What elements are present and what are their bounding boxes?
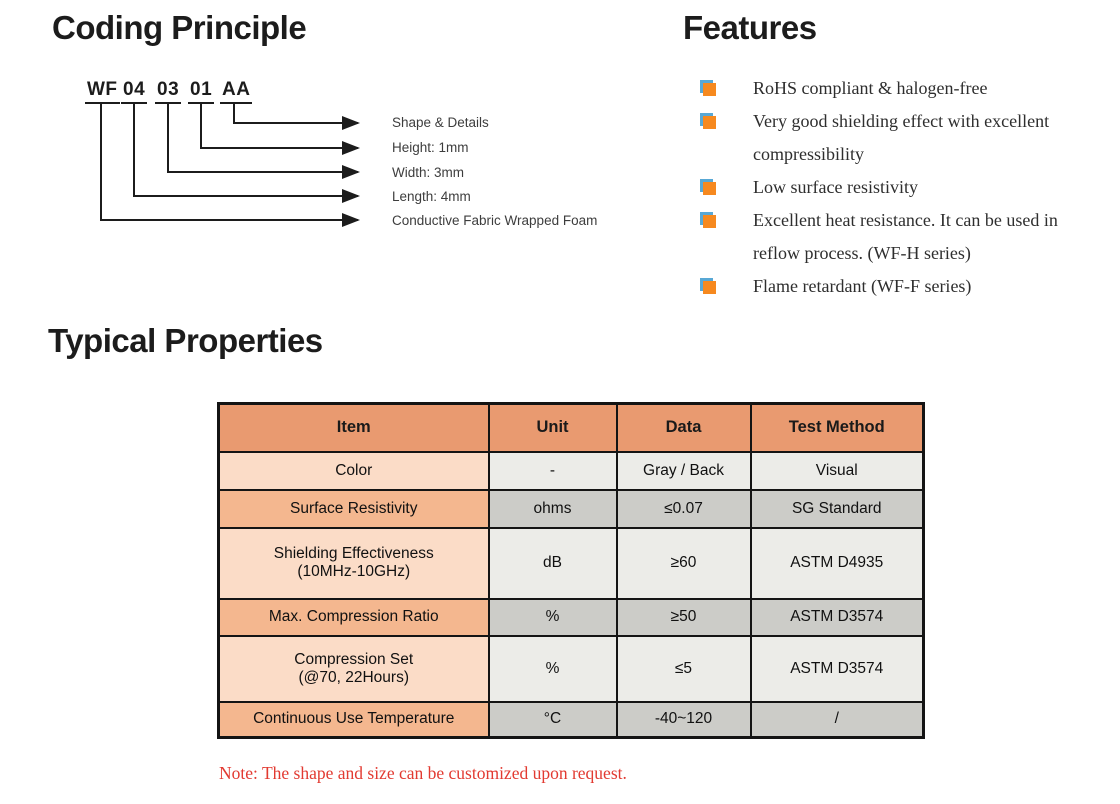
code-label-material: Conductive Fabric Wrapped Foam — [392, 213, 598, 228]
table-header-test-method: Test Method — [749, 402, 925, 453]
table-cell: ASTM D4935 — [749, 526, 925, 600]
table-row-color: Color - Gray / Back Visual — [217, 450, 925, 491]
table-header-item: Item — [217, 402, 490, 453]
table-cell: / — [749, 700, 925, 739]
table-row-max-compression-ratio: Max. Compression Ratio % ≥50 ASTM D3574 — [217, 597, 925, 637]
table-cell: Color — [217, 450, 490, 491]
table-row-shielding-effectiveness: Shielding Effectiveness (10MHz-10GHz) dB… — [217, 526, 925, 600]
feature-item: Excellent heat resistance. It can be use… — [700, 204, 1100, 270]
table-header-unit: Unit — [487, 402, 618, 453]
customization-note: Note: The shape and size can be customiz… — [219, 763, 627, 783]
table-cell: ASTM D3574 — [749, 597, 925, 637]
square-bullet-icon — [703, 215, 716, 228]
table-cell: Compression Set (@70, 22Hours) — [217, 634, 490, 703]
table-cell: Shielding Effectiveness (10MHz-10GHz) — [217, 526, 490, 600]
table-header-row: Item Unit Data Test Method — [217, 402, 925, 453]
feature-item: Very good shielding effect with excellen… — [700, 105, 1100, 171]
square-bullet-icon — [703, 281, 716, 294]
code-label-width: Width: 3mm — [392, 165, 465, 180]
table-cell: Max. Compression Ratio — [217, 597, 490, 637]
features-list: RoHS compliant & halogen-free Very good … — [700, 72, 1100, 303]
table-header-data: Data — [615, 402, 752, 453]
coding-diagram-lines-icon — [100, 102, 360, 227]
feature-item: Low surface resistivity — [700, 171, 1100, 204]
table-cell: ≤5 — [615, 634, 752, 703]
table-row-continuous-use-temperature: Continuous Use Temperature °C -40~120 / — [217, 700, 925, 739]
square-bullet-icon — [703, 182, 716, 195]
features-title: Features — [683, 9, 817, 46]
square-bullet-icon — [703, 116, 716, 129]
typical-properties-table: Item Unit Data Test Method Color - Gray … — [217, 402, 925, 739]
table-cell: ASTM D3574 — [749, 634, 925, 703]
table-cell: % — [487, 597, 618, 637]
code-label-length: Length: 4mm — [392, 189, 471, 204]
table-cell: ≥60 — [615, 526, 752, 600]
table-cell: dB — [487, 526, 618, 600]
feature-text: Very good shielding effect with excellen… — [753, 111, 1050, 164]
table-cell: - — [487, 450, 618, 491]
square-bullet-icon — [703, 83, 716, 96]
table-cell: SG Standard — [749, 488, 925, 529]
code-segment-shape: AA — [220, 79, 253, 104]
table-cell: ≥50 — [615, 597, 752, 637]
table-cell: % — [487, 634, 618, 703]
feature-text: Flame retardant (WF-F series) — [753, 276, 972, 296]
table-cell: ohms — [487, 488, 618, 529]
table-row-surface-resistivity: Surface Resistivity ohms ≤0.07 SG Standa… — [217, 488, 925, 529]
feature-item: RoHS compliant & halogen-free — [700, 72, 1100, 105]
table-cell: ≤0.07 — [615, 488, 752, 529]
code-label-shape: Shape & Details — [392, 115, 489, 130]
feature-item: Flame retardant (WF-F series) — [700, 270, 1100, 303]
table-cell: °C — [487, 700, 618, 739]
code-label-height: Height: 1mm — [392, 140, 469, 155]
feature-text: RoHS compliant & halogen-free — [753, 78, 988, 98]
coding-principle-title: Coding Principle — [52, 9, 307, 46]
table-row-compression-set: Compression Set (@70, 22Hours) % ≤5 ASTM… — [217, 634, 925, 703]
table-cell: Continuous Use Temperature — [217, 700, 490, 739]
table-cell: Surface Resistivity — [217, 488, 490, 529]
feature-text: Excellent heat resistance. It can be use… — [753, 210, 1058, 263]
table-cell: Visual — [749, 450, 925, 491]
feature-text: Low surface resistivity — [753, 177, 918, 197]
code-segment-series: WF — [85, 79, 120, 104]
table-cell: -40~120 — [615, 700, 752, 739]
typical-properties-title: Typical Properties — [48, 322, 323, 359]
table-cell: Gray / Back — [615, 450, 752, 491]
